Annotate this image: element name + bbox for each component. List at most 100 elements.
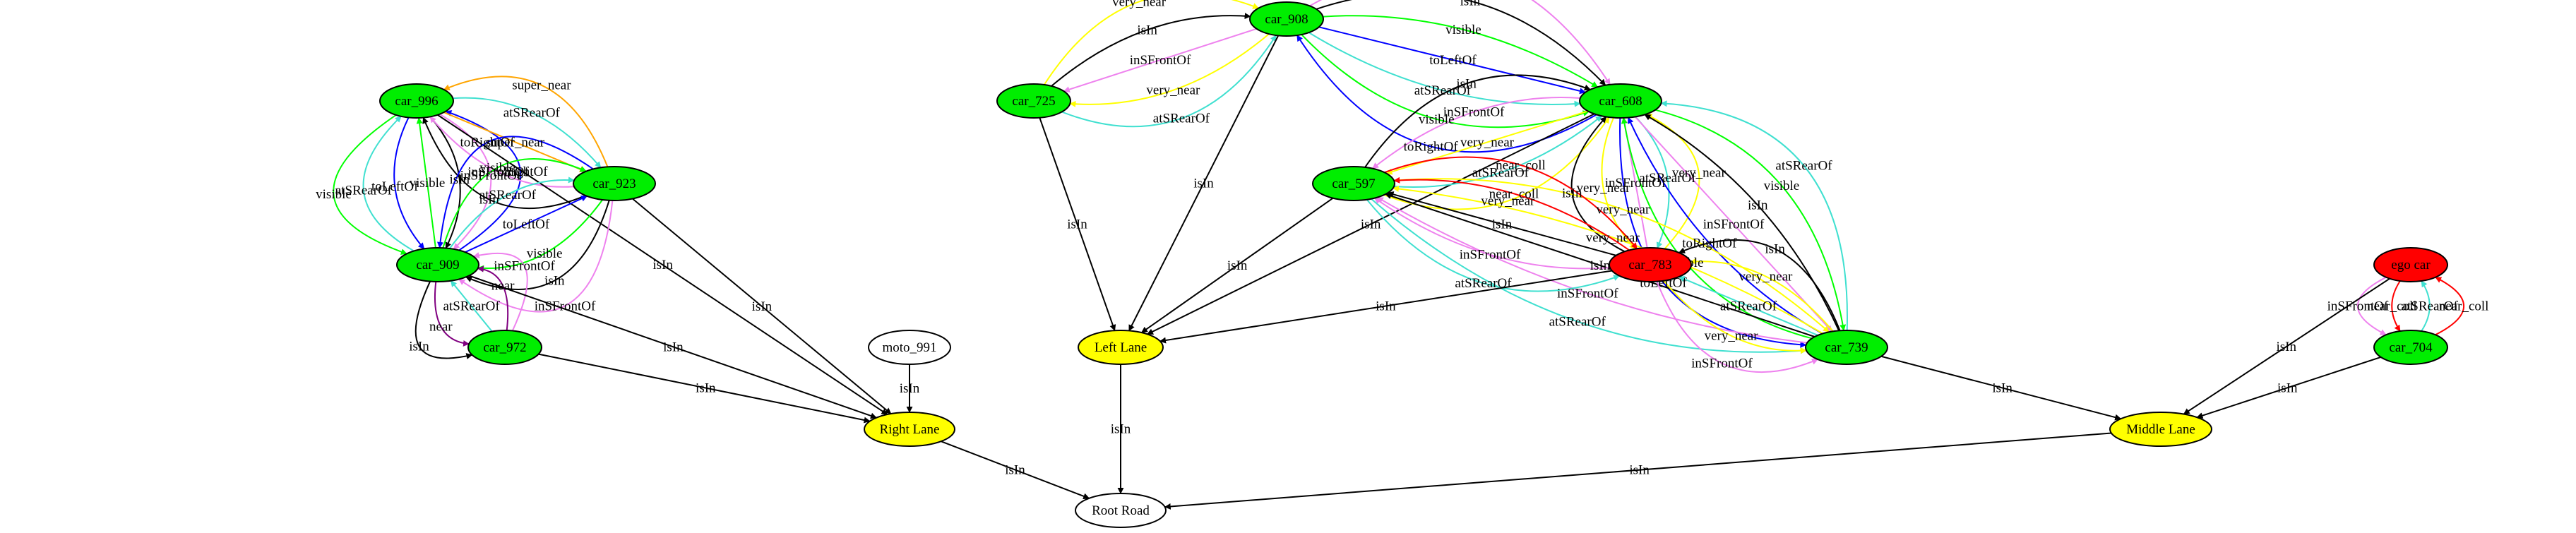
node-label: Left Lane (1095, 340, 1147, 355)
edge-car_725-to-car_908-very_near (1043, 0, 1260, 85)
edge-label: toRightOf (494, 164, 549, 179)
edges-layer (333, 0, 2464, 510)
edge-label: isIn (1590, 258, 1611, 273)
edge-car_908-to-car_608-isIn (1316, 0, 1606, 86)
edge-label: atSRearOf (2402, 299, 2459, 314)
node-label: ego car (2391, 258, 2431, 273)
edge-car_909-to-right_lane-isIn (468, 275, 877, 419)
edge-car_739-to-car_597-inSFrontOf (1376, 196, 1808, 344)
edge-label: visible (1764, 179, 1800, 193)
edge-car_908-to-car_725-inSFrontOf (1063, 28, 1257, 92)
edge-label: inSFrontOf (1557, 287, 1618, 301)
edge-label: isIn (1137, 23, 1157, 37)
edge-car_908-to-left_lane-isIn (1128, 35, 1280, 332)
edge-label: super_near (486, 135, 545, 150)
node-car-909: car_909 (396, 247, 479, 282)
node-shape (467, 330, 542, 365)
edge-label: toRightOf (460, 136, 515, 150)
edge-car_608-to-car_597-very_near (1385, 110, 1588, 175)
edge-label: isIn (696, 381, 716, 396)
edge-car_923-to-car_996-isIn (422, 116, 586, 210)
node-shape (396, 247, 479, 282)
node-shape (1249, 1, 1324, 37)
node-shape (996, 83, 1071, 119)
edge-label: inSFrontOf (1443, 105, 1505, 120)
edge-car_608-to-car_739-visible (1654, 109, 1847, 331)
edge-label: isIn (2276, 340, 2296, 354)
edge-car_996-to-car_909-toLeftOf (393, 116, 425, 250)
edge-car_923-to-right_lane-isIn (632, 198, 892, 414)
edge-car_608-to-left_lane-isIn (1146, 113, 1595, 335)
edge-label: inSFrontOf (460, 168, 522, 183)
edge-label: atSRearOf (1472, 166, 1530, 181)
edge-label: isIn (2277, 381, 2298, 395)
edge-car_597-to-car_739-atSRearOf (1371, 198, 1807, 354)
edge-car_739-to-car_608-atSRearOf (1660, 100, 1848, 331)
edge-car_909-to-car_996-atSRearOf (362, 115, 415, 252)
edge-label: isIn (544, 274, 565, 289)
edge-label: inSFrontOf (1605, 176, 1666, 191)
edge-label: isIn (1748, 198, 1768, 213)
edge-car_923-to-car_996-super_near (443, 76, 609, 167)
edge-label: very_near (1460, 136, 1515, 150)
edge-label: very_near (1672, 165, 1727, 180)
edge-label: toLeftOf (371, 179, 419, 194)
edge-car_783-to-car_739-inSFrontOf (1656, 281, 1819, 373)
edge-car_783-to-car_608-very_near (1645, 113, 1700, 250)
edge-label: isIn (1765, 242, 1785, 257)
edge-right_lane-to-root_road-isIn (941, 441, 1090, 500)
node-label: car_909 (416, 258, 459, 273)
edge-label: isIn (1005, 463, 1025, 478)
edge-label: near_coll (1489, 186, 1539, 201)
edge-car_908-to-car_608-toLeftOf (1318, 26, 1586, 95)
edge-label: isIn (652, 258, 673, 273)
edge-car_972-to-car_909-atSRearOf (450, 280, 493, 333)
edge-car_597-to-car_739-very_near (1394, 178, 1830, 333)
edge-label: very_near (1586, 230, 1640, 245)
edge-label: visible (527, 246, 563, 261)
edge-label: inSFrontOf (1130, 53, 1191, 68)
edge-car_996-to-car_923-atSRearOf (453, 97, 602, 169)
edge-label: atSRearOf (1720, 299, 1777, 314)
edge-car_725-to-car_908-atSRearOf (1061, 35, 1277, 128)
edge-car_909-to-car_996-visible (416, 117, 436, 248)
edge-label: inSFrontOf (535, 299, 596, 313)
edge-labels-layer: very_nearisIninSFrontOfvery_nearatSRearO… (316, 0, 2488, 478)
edge-label: isIn (1376, 299, 1396, 313)
edge-car_923-to-car_909-isIn (465, 200, 610, 290)
edge-car_783-to-car_597-inSFrontOf (1373, 197, 1610, 270)
node-car-783: car_783 (1609, 247, 1692, 282)
edge-label: visible (410, 176, 446, 191)
edge-label: isIn (449, 172, 470, 187)
edge-car_909-to-car_972-near (434, 281, 470, 347)
edge-label: inSFrontOf (1460, 248, 1521, 263)
edge-car_704-to-middle_lane-isIn (2196, 356, 2381, 419)
edge-label: isIn (1456, 76, 1477, 91)
edge-label: toRightOf (1682, 236, 1737, 251)
edge-label: super_near (512, 78, 571, 93)
edge-car_704-to-ego_car-atSRearOf (2421, 280, 2431, 332)
edge-car_739-to-car_783-very_near (1690, 258, 1834, 332)
node-shape (2373, 330, 2448, 365)
edge-label: very_near (1739, 269, 1793, 284)
edge-car_996-to-car_909-visible (333, 114, 407, 255)
node-shape (1078, 330, 1164, 365)
node-car-923: car_923 (573, 166, 656, 201)
node-shape (2109, 412, 2212, 447)
edge-label: isIn (1992, 381, 2012, 396)
node-shape (864, 412, 955, 447)
edge-label: visible (316, 187, 352, 202)
edge-ego_car-to-car_704-inSFrontOf (2357, 276, 2387, 336)
edge-label: isIn (752, 299, 773, 314)
node-label: Root Road (1092, 503, 1150, 518)
edge-car_783-to-car_597-isIn (1387, 191, 1616, 256)
edge-car_608-to-car_783-very_near (1601, 117, 1636, 250)
edge-label: atSRearOf (335, 183, 393, 198)
edge-label: near_coll (2367, 299, 2417, 314)
node-left-lane: Left Lane (1078, 330, 1164, 365)
edge-car_909-to-car_923-atSRearOf (448, 176, 575, 249)
edge-label: atSRearOf (479, 188, 537, 203)
edge-label: atSRearOf (1549, 314, 1606, 329)
edge-label: atSRearOf (1455, 276, 1512, 291)
edge-label: inSFrontOf (467, 165, 529, 180)
